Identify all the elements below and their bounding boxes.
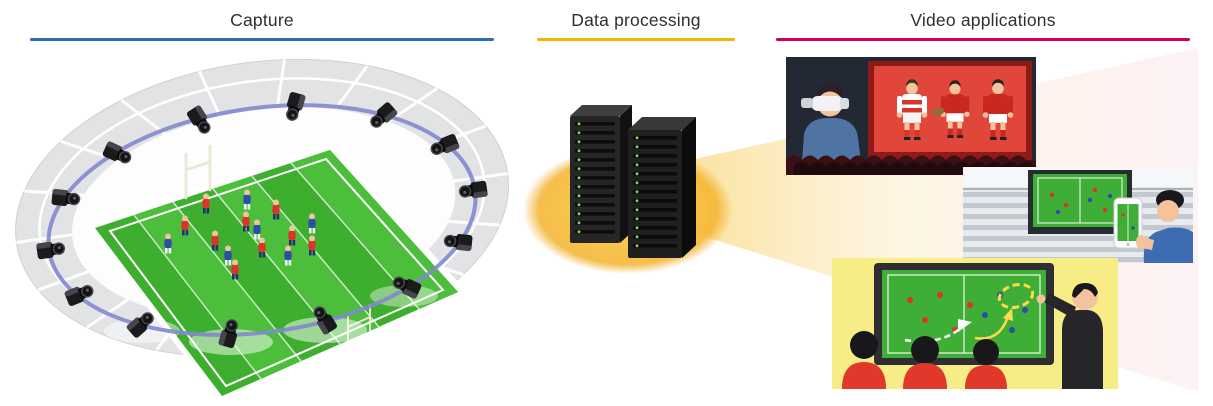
vr-cinema-scene bbox=[786, 57, 1036, 175]
section-data-processing-underline bbox=[537, 38, 735, 41]
section-capture-underline bbox=[30, 38, 494, 41]
section-data-processing-label: Data processing bbox=[571, 10, 701, 30]
section-capture: Capture bbox=[30, 8, 494, 41]
stadium-mobile-scene bbox=[963, 167, 1193, 263]
server-tower-right bbox=[628, 117, 696, 258]
server-tower-left bbox=[570, 105, 632, 243]
tactics-room-scene bbox=[832, 258, 1118, 389]
vr-headset-icon bbox=[811, 96, 844, 111]
presenter bbox=[1036, 283, 1103, 389]
section-data-processing: Data processing bbox=[537, 8, 735, 41]
section-video-applications-underline bbox=[776, 38, 1190, 41]
video-applications-illustration bbox=[786, 57, 1193, 389]
capture-illustration bbox=[15, 58, 509, 405]
screen-rugby-players bbox=[896, 79, 1014, 140]
vr-user bbox=[801, 84, 861, 162]
section-capture-label: Capture bbox=[230, 10, 294, 30]
section-video-applications-label: Video applications bbox=[910, 10, 1056, 30]
smartphone bbox=[1113, 197, 1146, 249]
audience bbox=[842, 331, 1007, 389]
section-video-applications: Video applications bbox=[776, 8, 1190, 41]
tactics-screen bbox=[874, 263, 1054, 365]
